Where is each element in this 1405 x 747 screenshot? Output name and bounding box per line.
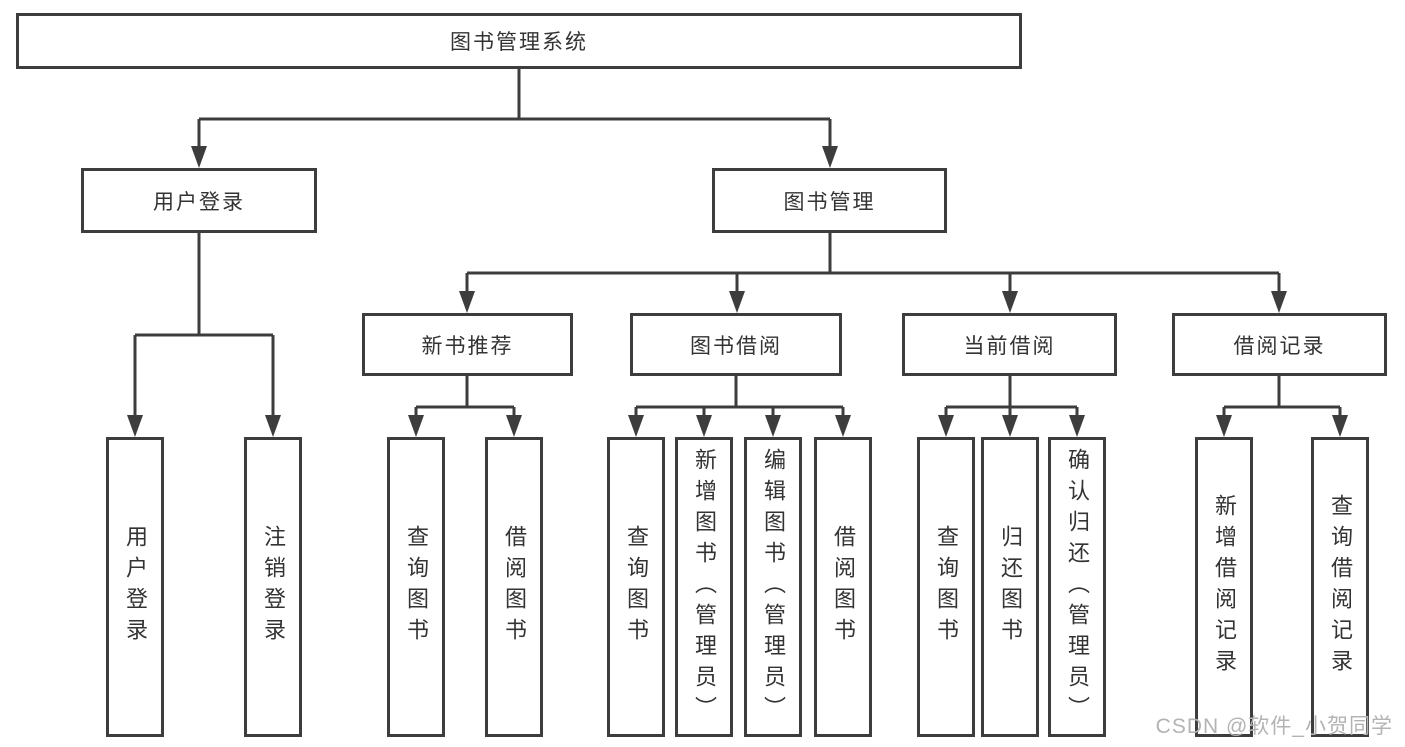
connector-book-borrowing-to-leaves xyxy=(628,376,851,437)
connector-current-borrowing-to-leaves xyxy=(938,376,1085,437)
connector-user-login-to-leaves xyxy=(127,233,281,437)
leaf-query-borrow-record: 查询借阅记录 xyxy=(1311,437,1369,737)
connector-root-to-level2 xyxy=(191,69,838,168)
leaf-borrow-books-1: 借阅图书 xyxy=(485,437,543,737)
leaf-add-book-admin: 新增图书（管理员） xyxy=(675,437,733,737)
leaf-return-books: 归还图书 xyxy=(981,437,1039,737)
leaf-query-books-1: 查询图书 xyxy=(387,437,445,737)
leaf-query-books-3: 查询图书 xyxy=(917,437,975,737)
node-book-borrowing: 图书借阅 xyxy=(630,313,842,376)
connector-borrowing-records-to-leaves xyxy=(1216,376,1348,437)
node-user-login: 用户登录 xyxy=(81,168,317,233)
leaf-logout: 注销登录 xyxy=(244,437,302,737)
connector-book-management-to-level3 xyxy=(459,233,1287,313)
leaf-confirm-return-admin: 确认归还（管理员） xyxy=(1048,437,1106,737)
connector-new-book-recommend-to-leaves xyxy=(408,376,522,437)
leaf-edit-book-admin: 编辑图书（管理员） xyxy=(744,437,802,737)
leaf-add-borrow-record: 新增借阅记录 xyxy=(1195,437,1253,737)
csdn-watermark: CSDN @软件_小贺同学 xyxy=(1155,715,1393,738)
leaf-query-books-2: 查询图书 xyxy=(607,437,665,737)
node-book-management: 图书管理 xyxy=(712,168,947,233)
leaf-user-login: 用户登录 xyxy=(106,437,164,737)
node-library-system: 图书管理系统 xyxy=(16,13,1022,69)
node-borrowing-records: 借阅记录 xyxy=(1172,313,1387,376)
node-current-borrowing: 当前借阅 xyxy=(902,313,1117,376)
node-new-book-recommend: 新书推荐 xyxy=(362,313,573,376)
leaf-borrow-books-2: 借阅图书 xyxy=(814,437,872,737)
